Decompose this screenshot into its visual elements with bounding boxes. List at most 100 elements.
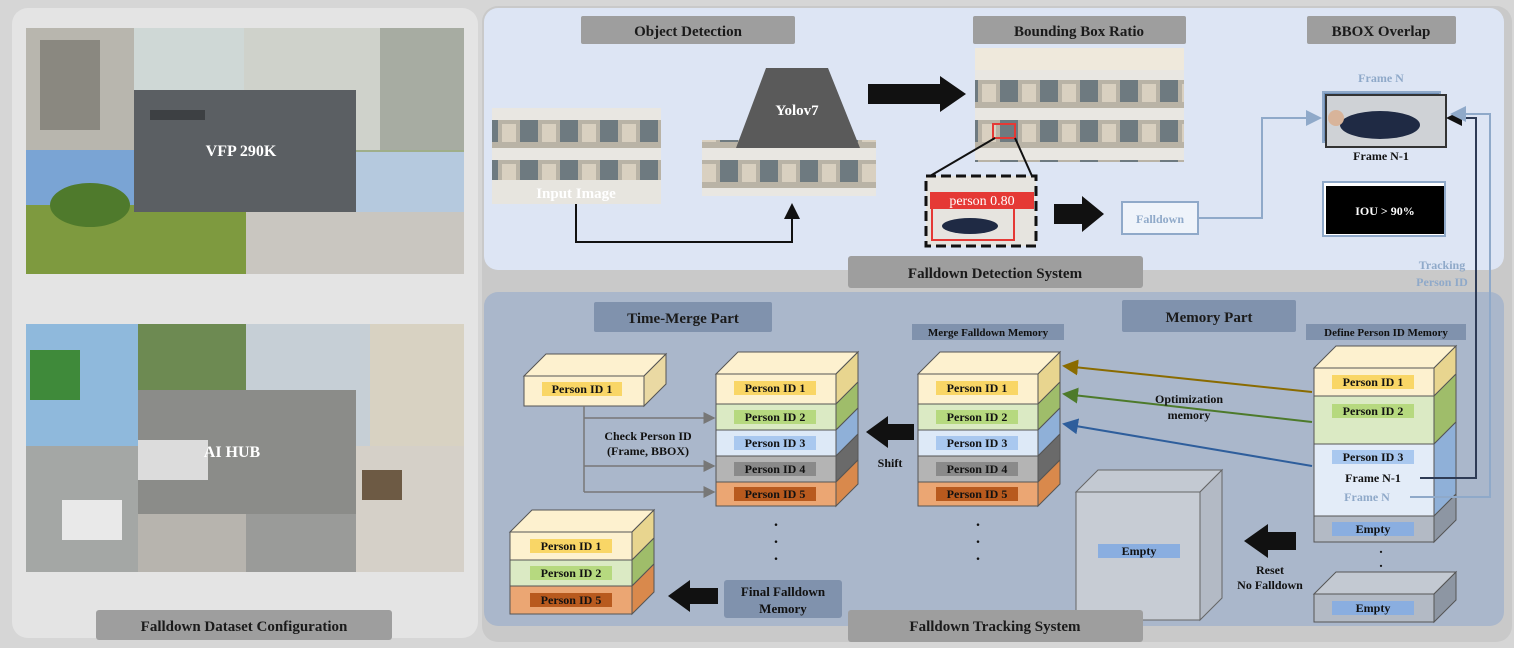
tracking-person-id-1: Tracking xyxy=(1419,258,1465,272)
time-merge-stack: Person ID 1 Person ID 2 Person ID 3 Pers… xyxy=(714,350,860,508)
iou-box xyxy=(1326,186,1444,234)
tracking-person-id-2: Person ID xyxy=(1416,275,1468,289)
memory-part-pill xyxy=(1122,300,1296,332)
zoom-line-left xyxy=(929,137,996,177)
define-memory-empty-cube: Empty xyxy=(1312,570,1458,624)
shift-label: Shift xyxy=(878,456,903,470)
tracking-system-title: Falldown Tracking System xyxy=(909,619,1081,635)
tracking-system-pill xyxy=(848,610,1143,642)
dm-dot1: . xyxy=(1379,542,1383,557)
input-image: Input Image xyxy=(492,108,661,204)
tm-dot2: . xyxy=(774,530,778,547)
merge-memory-pill xyxy=(912,324,1064,340)
opt-arrow-id3 xyxy=(1062,418,1313,467)
tm-id4: Person ID 4 xyxy=(745,462,806,476)
bbox-ratio-title: Bounding Box Ratio xyxy=(1014,24,1144,40)
opt-arrow-id1 xyxy=(1062,359,1313,393)
detection-system-title: Falldown Detection System xyxy=(908,266,1083,282)
check-person-id-line2: (Frame, BBOX) xyxy=(607,444,689,458)
reset-arrow xyxy=(1244,524,1296,558)
person-crop: person 0.80 xyxy=(924,174,1038,248)
object-detection-pill xyxy=(581,16,795,44)
dm-id1: Person ID 1 xyxy=(1343,375,1404,389)
time-merge-title: Time-Merge Part xyxy=(627,311,739,327)
dataset-title-pill xyxy=(96,610,392,640)
fm-id1: Person ID 1 xyxy=(541,539,602,553)
fm-id2: Person ID 2 xyxy=(541,566,602,580)
person-tag: person 0.80 xyxy=(949,194,1014,209)
mm-dot3: . xyxy=(976,547,980,564)
optimization-line1: Optimization xyxy=(1155,392,1223,406)
tm-id5: Person ID 5 xyxy=(745,487,806,501)
final-memory-pill xyxy=(724,580,842,618)
time-merge-pill xyxy=(594,302,772,332)
detection-panel: Object Detection Bounding Box Ratio BBOX… xyxy=(484,8,1504,289)
aihub-label: AI HUB xyxy=(204,444,261,461)
final-memory-line1: Final Falldown xyxy=(741,584,826,599)
bbox-ratio-image xyxy=(975,48,1184,162)
overlap-image xyxy=(1322,91,1447,148)
dataset-title: Falldown Dataset Configuration xyxy=(141,619,348,635)
mm-dot2: . xyxy=(976,530,980,547)
tm-dot1: . xyxy=(774,513,778,530)
dm-id3: Person ID 3 xyxy=(1343,450,1404,464)
falldown-box-label: Falldown xyxy=(1136,212,1184,226)
bbox-overlap-title: BBOX Overlap xyxy=(1332,24,1431,40)
dm-empty-2: Empty xyxy=(1356,601,1391,615)
tm-id2: Person ID 2 xyxy=(745,410,806,424)
mm-id3: Person ID 3 xyxy=(947,436,1008,450)
check-person-id-connectors xyxy=(583,406,716,498)
dm-frame-n1: Frame N-1 xyxy=(1345,471,1401,485)
vfp-label: VFP 290K xyxy=(206,143,277,160)
input-person-cube: Person ID 1 xyxy=(522,352,668,408)
final-memory-arrow xyxy=(668,580,718,612)
overlap-frame-n1: Frame N-1 xyxy=(1353,149,1409,163)
define-memory-title: Define Person ID Memory xyxy=(1324,327,1448,339)
aihub-collage: AI HUB xyxy=(26,324,464,572)
falldown-to-overlap-arrow xyxy=(1198,110,1322,219)
yolov7-model: Yolov7 xyxy=(702,68,876,196)
bbox-overlap-pill xyxy=(1307,16,1456,44)
mm-id2: Person ID 2 xyxy=(947,410,1008,424)
reset-line2: No Falldown xyxy=(1237,578,1303,592)
reset-empty-cube: Empty xyxy=(1074,468,1224,622)
final-memory-stack: Person ID 1 Person ID 2 Person ID 5 xyxy=(508,508,656,616)
define-memory-pill xyxy=(1306,324,1466,340)
define-memory-stack: Person ID 1 Person ID 2 Person ID 3 Fram… xyxy=(1312,344,1458,544)
model-to-ratio-arrow xyxy=(868,76,966,112)
detection-system-pill xyxy=(848,256,1143,288)
reset-line1: Reset xyxy=(1256,563,1284,577)
mm-dot1: . xyxy=(976,513,980,530)
dm-dot2: . xyxy=(1379,556,1383,571)
tm-id1: Person ID 1 xyxy=(745,381,806,395)
zoom-line-right xyxy=(1014,137,1033,177)
crop-to-falldown-arrow xyxy=(1054,196,1104,232)
check-person-id-line1: Check Person ID xyxy=(604,429,692,443)
bbox-ratio-pill xyxy=(973,16,1186,44)
merge-memory-title: Merge Falldown Memory xyxy=(928,327,1049,339)
tm-id3: Person ID 3 xyxy=(745,436,806,450)
mm-id4: Person ID 4 xyxy=(947,462,1008,476)
dm-id2: Person ID 2 xyxy=(1343,404,1404,418)
shift-arrow xyxy=(866,416,914,448)
dm-empty: Empty xyxy=(1356,522,1391,536)
optimization-line2: memory xyxy=(1168,408,1211,422)
object-detection-title: Object Detection xyxy=(634,24,743,40)
input-person-id1: Person ID 1 xyxy=(552,382,613,396)
fm-id5: Person ID 5 xyxy=(541,593,602,607)
dm-frame-n: Frame N xyxy=(1344,490,1390,504)
reset-empty-label: Empty xyxy=(1122,544,1157,558)
dataset-panel: VFP 290K AI HUB Falldown Dataset Configu… xyxy=(12,8,478,640)
yolov7-label: Yolov7 xyxy=(775,103,819,119)
tracking-panel: Time-Merge Part Memory Part Merge Falldo… xyxy=(484,106,1504,642)
merge-memory-stack: Person ID 1 Person ID 2 Person ID 3 Pers… xyxy=(916,350,1062,508)
mm-id5: Person ID 5 xyxy=(947,487,1008,501)
final-memory-line2: Memory xyxy=(759,601,807,616)
memory-part-title: Memory Part xyxy=(1165,310,1252,326)
iou-label: IOU > 90% xyxy=(1355,204,1415,218)
input-image-label: Input Image xyxy=(536,186,616,202)
frame-n-loop xyxy=(1410,106,1491,498)
overlap-frame-n: Frame N xyxy=(1358,71,1404,85)
